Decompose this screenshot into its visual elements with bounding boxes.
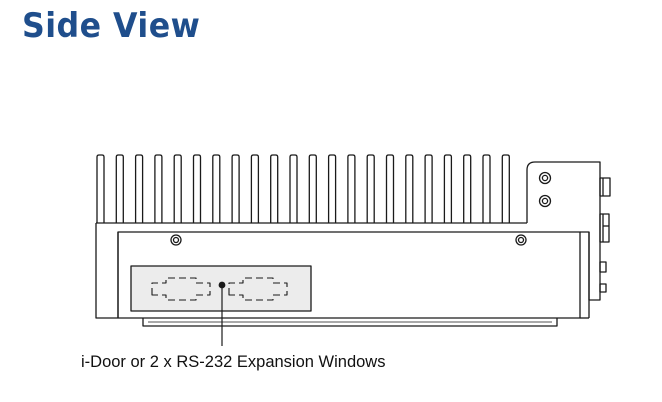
heat-sink-fin bbox=[173, 154, 182, 223]
heat-sink-fin bbox=[463, 154, 472, 223]
heat-sink-fin bbox=[366, 154, 375, 223]
serial-port-1 bbox=[151, 277, 211, 301]
heat-sink-fin bbox=[289, 154, 298, 223]
side-connectors bbox=[599, 177, 611, 293]
heat-sink-fin bbox=[405, 154, 414, 223]
heat-sink-fin bbox=[231, 154, 240, 223]
heat-sink-fin bbox=[347, 154, 356, 223]
page-title: Side View bbox=[22, 6, 201, 46]
expansion-window bbox=[130, 265, 312, 312]
heat-sink-fin bbox=[192, 154, 202, 223]
heat-sink-fin bbox=[96, 154, 105, 223]
heat-sink-fins bbox=[96, 154, 510, 223]
heat-sink-fin bbox=[250, 154, 260, 223]
heat-sink-fin bbox=[115, 154, 124, 223]
bottom-plate bbox=[142, 318, 558, 327]
heat-sink-fin bbox=[212, 154, 221, 223]
heat-sink-fin bbox=[385, 154, 395, 223]
callout-dot bbox=[218, 281, 226, 289]
heat-sink-fin bbox=[443, 154, 453, 223]
heat-sink-fin bbox=[154, 154, 163, 223]
heat-sink-fin bbox=[270, 154, 279, 223]
heat-sink-fin bbox=[308, 154, 317, 223]
heat-sink-fin bbox=[501, 154, 510, 223]
chassis-screw-left bbox=[170, 234, 182, 246]
heat-sink-fin bbox=[424, 154, 433, 223]
end-cap-screw-top bbox=[538, 171, 552, 185]
serial-port-2 bbox=[228, 277, 288, 301]
heat-sink-fin bbox=[327, 154, 337, 223]
callout-label: i-Door or 2 x RS-232 Expansion Windows bbox=[81, 353, 386, 371]
heat-sink-fin bbox=[134, 154, 144, 223]
right-end-cap bbox=[526, 161, 601, 301]
chassis-screw-right bbox=[515, 234, 527, 246]
end-cap-screw-bottom bbox=[538, 194, 552, 208]
heat-sink-fin bbox=[482, 154, 491, 223]
